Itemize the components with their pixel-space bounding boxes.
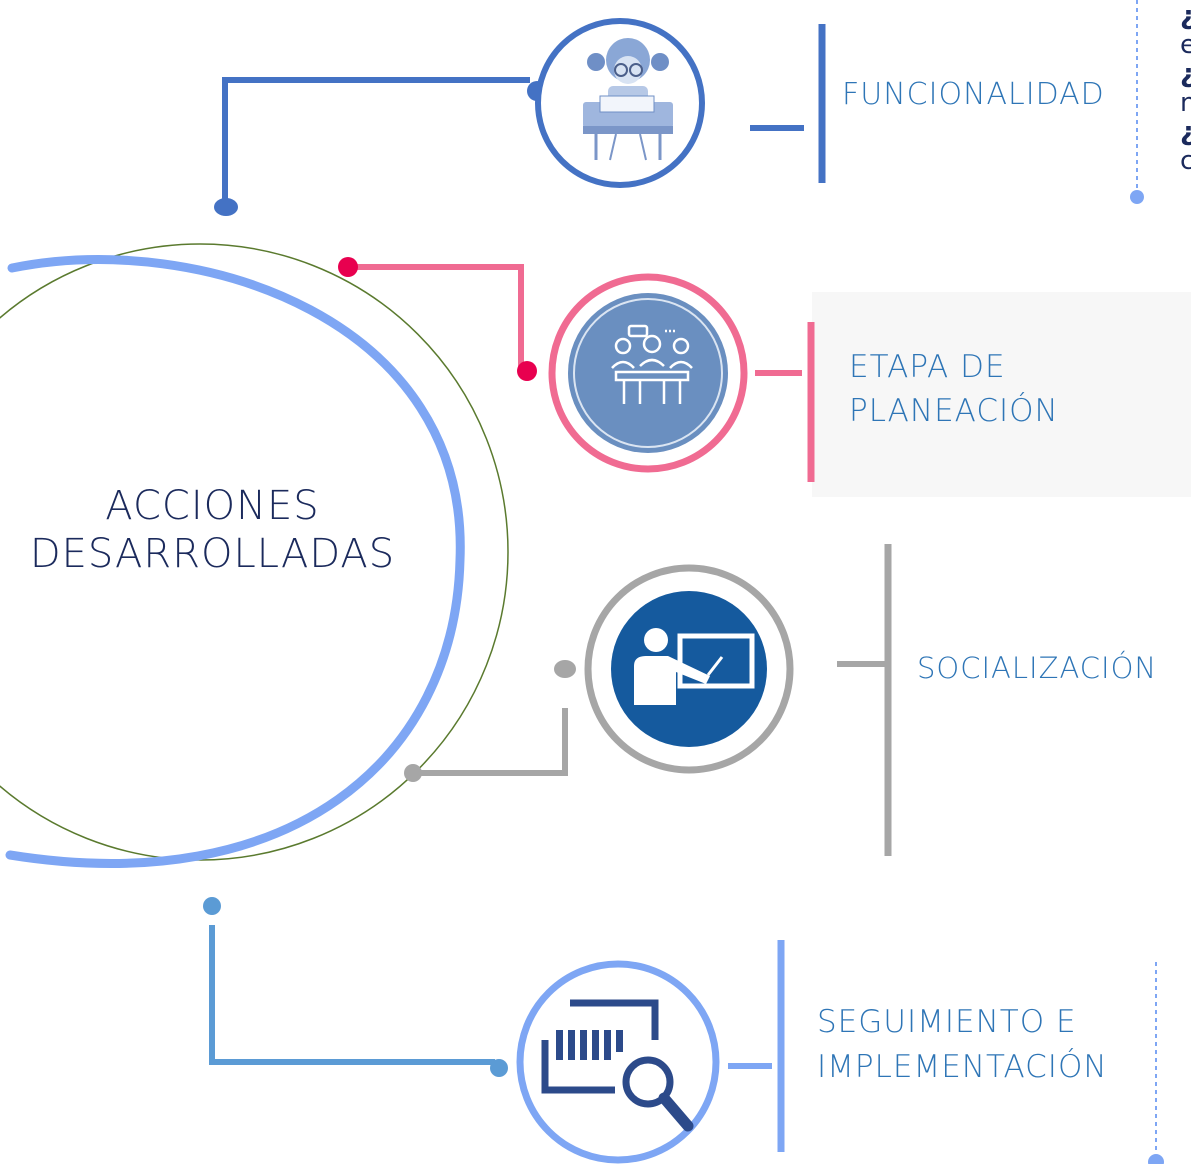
label-funcionalidad: FUNCIONALIDAD xyxy=(842,77,1105,112)
label-planeacion-line2: PLANEACIÓN xyxy=(849,393,1059,429)
central-title-line1: ACCIONES xyxy=(105,483,320,529)
side-text-line: ¿ xyxy=(1180,2,1191,31)
label-seguimiento-line2: IMPLEMENTACIÓN xyxy=(817,1049,1108,1085)
label-seguimiento-line1: SEGUIMIENTO E xyxy=(817,1004,1077,1040)
team-meeting-icon xyxy=(611,324,693,404)
label-socializacion: SOCIALIZACIÓN xyxy=(917,651,1158,685)
side-text-line: ¿ xyxy=(1180,118,1191,147)
side-text-line: e xyxy=(1180,30,1191,60)
side-text-line: ¿ xyxy=(1180,60,1191,89)
side-text: ¿ e ¿ n ¿ c xyxy=(1180,2,1191,176)
central-title-line2: DESARROLLADAS xyxy=(29,531,396,577)
label-planeacion: ETAPA DE PLANEACIÓN xyxy=(849,345,1059,433)
central-circle xyxy=(0,243,509,868)
side-text-line: n xyxy=(1180,88,1191,118)
label-planeacion-line1: ETAPA DE xyxy=(849,349,1006,385)
branch-seguimiento xyxy=(203,897,1164,1164)
barcode-magnifier-icon xyxy=(541,999,694,1132)
side-text-line: c xyxy=(1180,146,1191,176)
central-title: ACCIONES DESARROLLADAS xyxy=(0,482,425,578)
label-seguimiento: SEGUIMIENTO E IMPLEMENTACIÓN xyxy=(817,1000,1108,1090)
presentation-board-icon xyxy=(634,628,755,705)
student-reading-icon xyxy=(583,38,673,161)
